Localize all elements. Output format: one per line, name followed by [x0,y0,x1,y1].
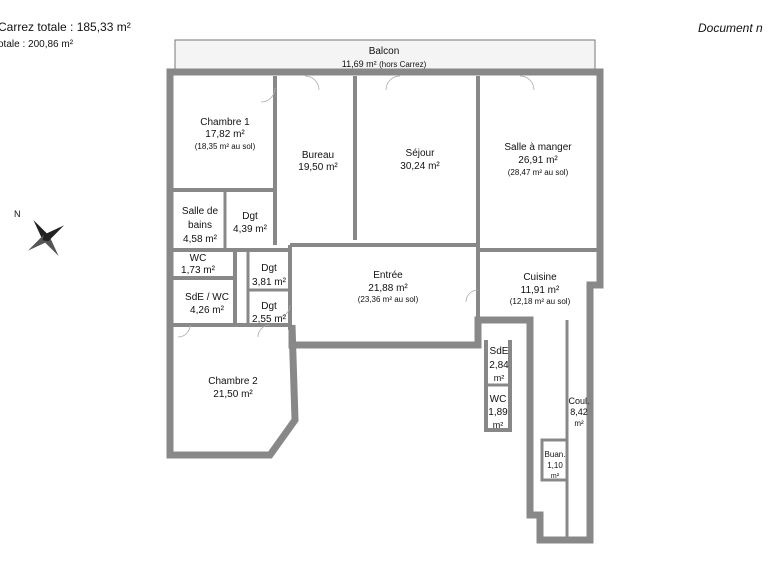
sde-name: SdE [490,346,509,357]
sde-wc-area: 4,26 m² [190,305,225,316]
balcon-area: 11,69 m² [342,59,377,69]
couloir-name: Coul. [568,396,589,406]
chambre2-area: 21,50 m² [213,389,253,400]
dgt1-area: 4,39 m² [233,224,268,235]
wc2-name: WC [490,394,507,405]
door-swings [177,75,535,338]
wc1-name: WC [190,253,207,264]
wc2-area2: m² [493,420,504,430]
dgt3-name: Dgt [261,301,277,312]
sejour-area: 30,24 m² [400,161,440,172]
sde-area1: 2,84 [489,360,509,371]
wc1-area: 1,73 m² [181,265,216,276]
couloir-area1: 8,42 [570,407,588,417]
cuisine-name: Cuisine [523,272,557,283]
chambre1-area: 17,82 m² [205,129,245,140]
bureau-area: 19,50 m² [298,162,338,173]
entree-name: Entrée [373,270,403,281]
dgt3-area: 2,55 m² [252,314,287,325]
balcon-note: (hors Carrez) [379,60,426,69]
wc2-area1: 1,89 [488,407,508,418]
dgt1-name: Dgt [242,211,258,222]
salle-manger-note: (28,47 m² au sol) [508,168,569,177]
salle-bains-name1: Salle de [182,206,219,217]
bureau-name: Bureau [302,150,334,161]
buanderie-area2: m² [551,473,560,480]
dgt2-area: 3,81 m² [252,277,287,288]
svg-text:11,69 m² (hors Carrez): 11,69 m² (hors Carrez) [342,59,427,69]
salle-manger-name: Salle à manger [504,142,572,153]
balcon-name: Balcon [369,46,400,57]
salle-bains-area: 4,58 m² [183,234,218,245]
cuisine-area: 11,91 m² [521,285,560,296]
couloir-area2: m² [574,419,584,428]
sejour-name: Séjour [406,148,436,159]
document-note: Document n [698,21,763,35]
buanderie-area1: 1,10 [547,461,563,470]
compass-rose-icon [27,219,65,257]
sde-area2: m² [494,373,505,383]
balcony-area [174,39,596,73]
chambre1-note: (18,35 m² au sol) [195,142,256,151]
salle-manger-area: 26,91 m² [518,155,558,166]
chambre2-name: Chambre 2 [208,376,258,387]
cuisine-note: (12,18 m² au sol) [510,297,571,306]
chambre1-name: Chambre 1 [200,117,250,128]
carrez-total: Carrez totale : 185,33 m² [0,20,131,34]
buanderie-name: Buan. [545,450,566,459]
sde-wc-name: SdE / WC [185,292,229,303]
entree-area: 21,88 m² [368,283,408,294]
dgt2-name: Dgt [261,263,277,274]
salle-bains-name2: bains [188,220,212,231]
walls [166,68,604,544]
surface-total: otale : 200,86 m² [0,39,74,50]
compass-north-label: N [14,209,21,219]
entree-note: (23,36 m² au sol) [358,295,419,304]
